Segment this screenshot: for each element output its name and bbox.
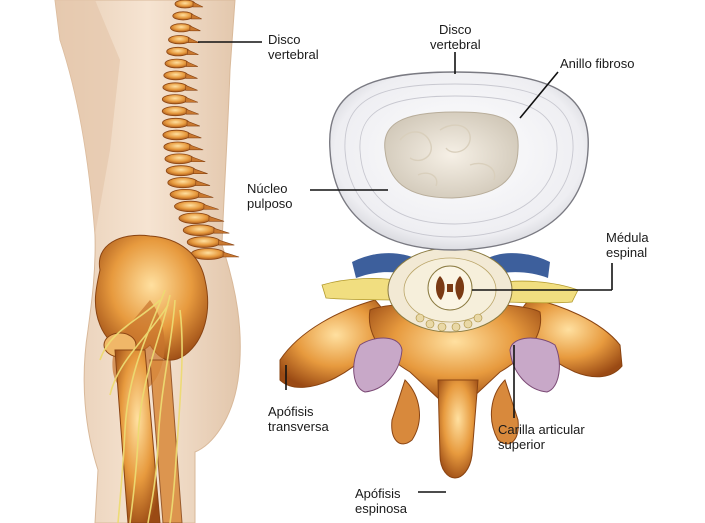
label-disco-vertebral-left: Disco vertebral bbox=[268, 32, 319, 62]
label-medula-espinal: Médula espinal bbox=[606, 230, 649, 260]
label-line: transversa bbox=[268, 419, 329, 434]
vertebra bbox=[179, 213, 211, 224]
vertebra bbox=[163, 130, 190, 140]
label-anillo-fibroso: Anillo fibroso bbox=[560, 56, 634, 71]
vertebra bbox=[166, 166, 195, 176]
label-line: Apófisis bbox=[268, 404, 329, 419]
label-nucleo-pulposo: Núcleo pulposo bbox=[247, 181, 293, 211]
vertebra bbox=[171, 24, 192, 32]
label-line: espinosa bbox=[355, 501, 407, 516]
vertebra bbox=[175, 0, 195, 8]
label-carilla-articular-superior: Carilla articular superior bbox=[498, 422, 585, 452]
label-line: Disco bbox=[430, 22, 481, 37]
vertebra bbox=[175, 201, 206, 211]
label-line: vertebral bbox=[430, 37, 481, 52]
vertebra bbox=[162, 95, 187, 104]
vertebra bbox=[164, 71, 188, 80]
label-apofisis-transversa: Apófisis transversa bbox=[268, 404, 329, 434]
label-line: Disco bbox=[268, 32, 319, 47]
label-line: vertebral bbox=[268, 47, 319, 62]
spinous-process bbox=[223, 252, 239, 257]
vertebra bbox=[183, 225, 216, 236]
vertebra bbox=[168, 178, 198, 188]
label-apofisis-espinosa: Apófisis espinosa bbox=[355, 486, 407, 516]
intervertebral-disc bbox=[330, 72, 589, 250]
vertebra bbox=[173, 12, 194, 20]
label-disco-vertebral-top: Disco vertebral bbox=[430, 22, 481, 52]
label-line: Apófisis bbox=[355, 486, 407, 501]
vertebra bbox=[164, 142, 192, 152]
spinous-process bbox=[219, 240, 235, 245]
label-line: Núcleo bbox=[247, 181, 293, 196]
label-line: Anillo fibroso bbox=[560, 56, 634, 71]
vertebra bbox=[163, 83, 188, 92]
label-line: superior bbox=[498, 437, 585, 452]
vertebra bbox=[167, 47, 190, 56]
vertebra bbox=[162, 107, 188, 116]
vertebra bbox=[170, 189, 201, 199]
vertebra bbox=[165, 154, 194, 164]
vertebra bbox=[191, 249, 225, 260]
vertebra bbox=[162, 118, 189, 127]
label-line: Médula bbox=[606, 230, 649, 245]
label-line: Carilla articular bbox=[498, 422, 585, 437]
vertebra bbox=[187, 237, 220, 248]
vertebra bbox=[169, 36, 191, 44]
vertebra bbox=[165, 59, 188, 68]
label-line: espinal bbox=[606, 245, 649, 260]
label-line: pulposo bbox=[247, 196, 293, 211]
